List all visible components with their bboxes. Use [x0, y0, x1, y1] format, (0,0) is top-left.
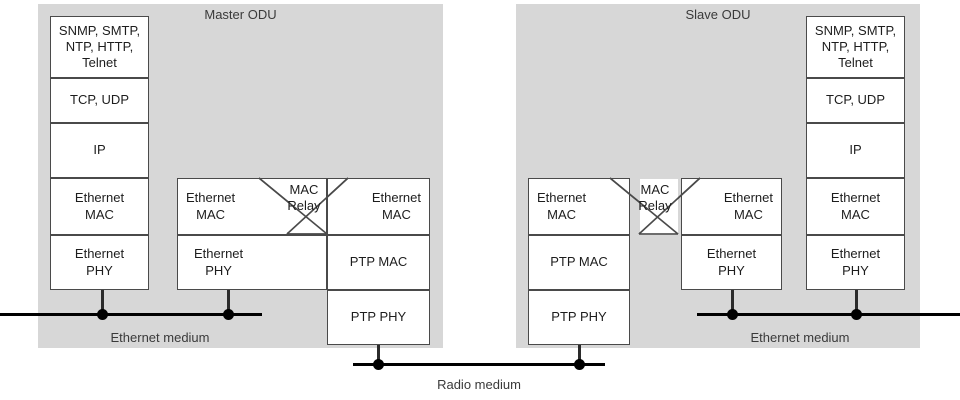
ethernet-medium-right-label: Ethernet medium [750, 330, 850, 345]
slave-relay-right-ethernet-mac: Ethernet MAC [681, 178, 782, 235]
drop-slave-host-to-ethernet [855, 290, 858, 315]
slave-relay-left-ptp-mac: PTP MAC [528, 235, 630, 290]
slave-mac-relay-label-text: MAC Relay [638, 182, 672, 214]
node-master-radio [373, 359, 384, 370]
slave-stack-layer-ethernet-phy: Ethernet PHY [806, 235, 905, 290]
slave-odu-title: Slave ODU [685, 7, 751, 22]
master-relay-right-ptp-phy: PTP PHY [327, 290, 430, 345]
drop-master-ptp-to-radio [377, 345, 380, 365]
slave-stack-layer-application: SNMP, SMTP, NTP, HTTP, Telnet [806, 16, 905, 78]
master-stack-layer-ethernet-mac: Ethernet MAC [50, 178, 149, 235]
slave-stack-layer-network: IP [806, 123, 905, 178]
radio-medium-label: Radio medium [437, 377, 521, 392]
drop-master-host-to-ethernet [101, 290, 104, 315]
master-mac-relay-label-text: MAC Relay [287, 182, 321, 214]
drop-master-relay-to-ethernet [227, 290, 230, 315]
ethernet-medium-left-bus [0, 313, 262, 316]
ethernet-medium-right-bus [697, 313, 960, 316]
node-master-relay-ethernet [223, 309, 234, 320]
ethernet-medium-left-label: Ethernet medium [110, 330, 210, 345]
node-slave-host-ethernet [851, 309, 862, 320]
slave-relay-left-ptp-phy: PTP PHY [528, 290, 630, 345]
master-stack-layer-network: IP [50, 123, 149, 178]
master-stack-layer-transport: TCP, UDP [50, 78, 149, 123]
master-relay-right-ptp-mac: PTP MAC [327, 235, 430, 290]
radio-medium-bus [353, 363, 605, 366]
master-stack-layer-ethernet-phy: Ethernet PHY [50, 235, 149, 290]
master-relay-left-ethernet-phy: Ethernet PHY [177, 235, 327, 290]
node-master-host-ethernet [97, 309, 108, 320]
slave-stack-layer-transport: TCP, UDP [806, 78, 905, 123]
drop-slave-relay-to-ethernet [731, 290, 734, 315]
master-odu-title: Master ODU [204, 7, 277, 22]
slave-relay-right-ethernet-phy: Ethernet PHY [681, 235, 782, 290]
node-slave-relay-ethernet [727, 309, 738, 320]
drop-slave-ptp-to-radio [578, 345, 581, 365]
master-stack-layer-application: SNMP, SMTP, NTP, HTTP, Telnet [50, 16, 149, 78]
node-slave-radio [574, 359, 585, 370]
slave-stack-layer-ethernet-mac: Ethernet MAC [806, 178, 905, 235]
